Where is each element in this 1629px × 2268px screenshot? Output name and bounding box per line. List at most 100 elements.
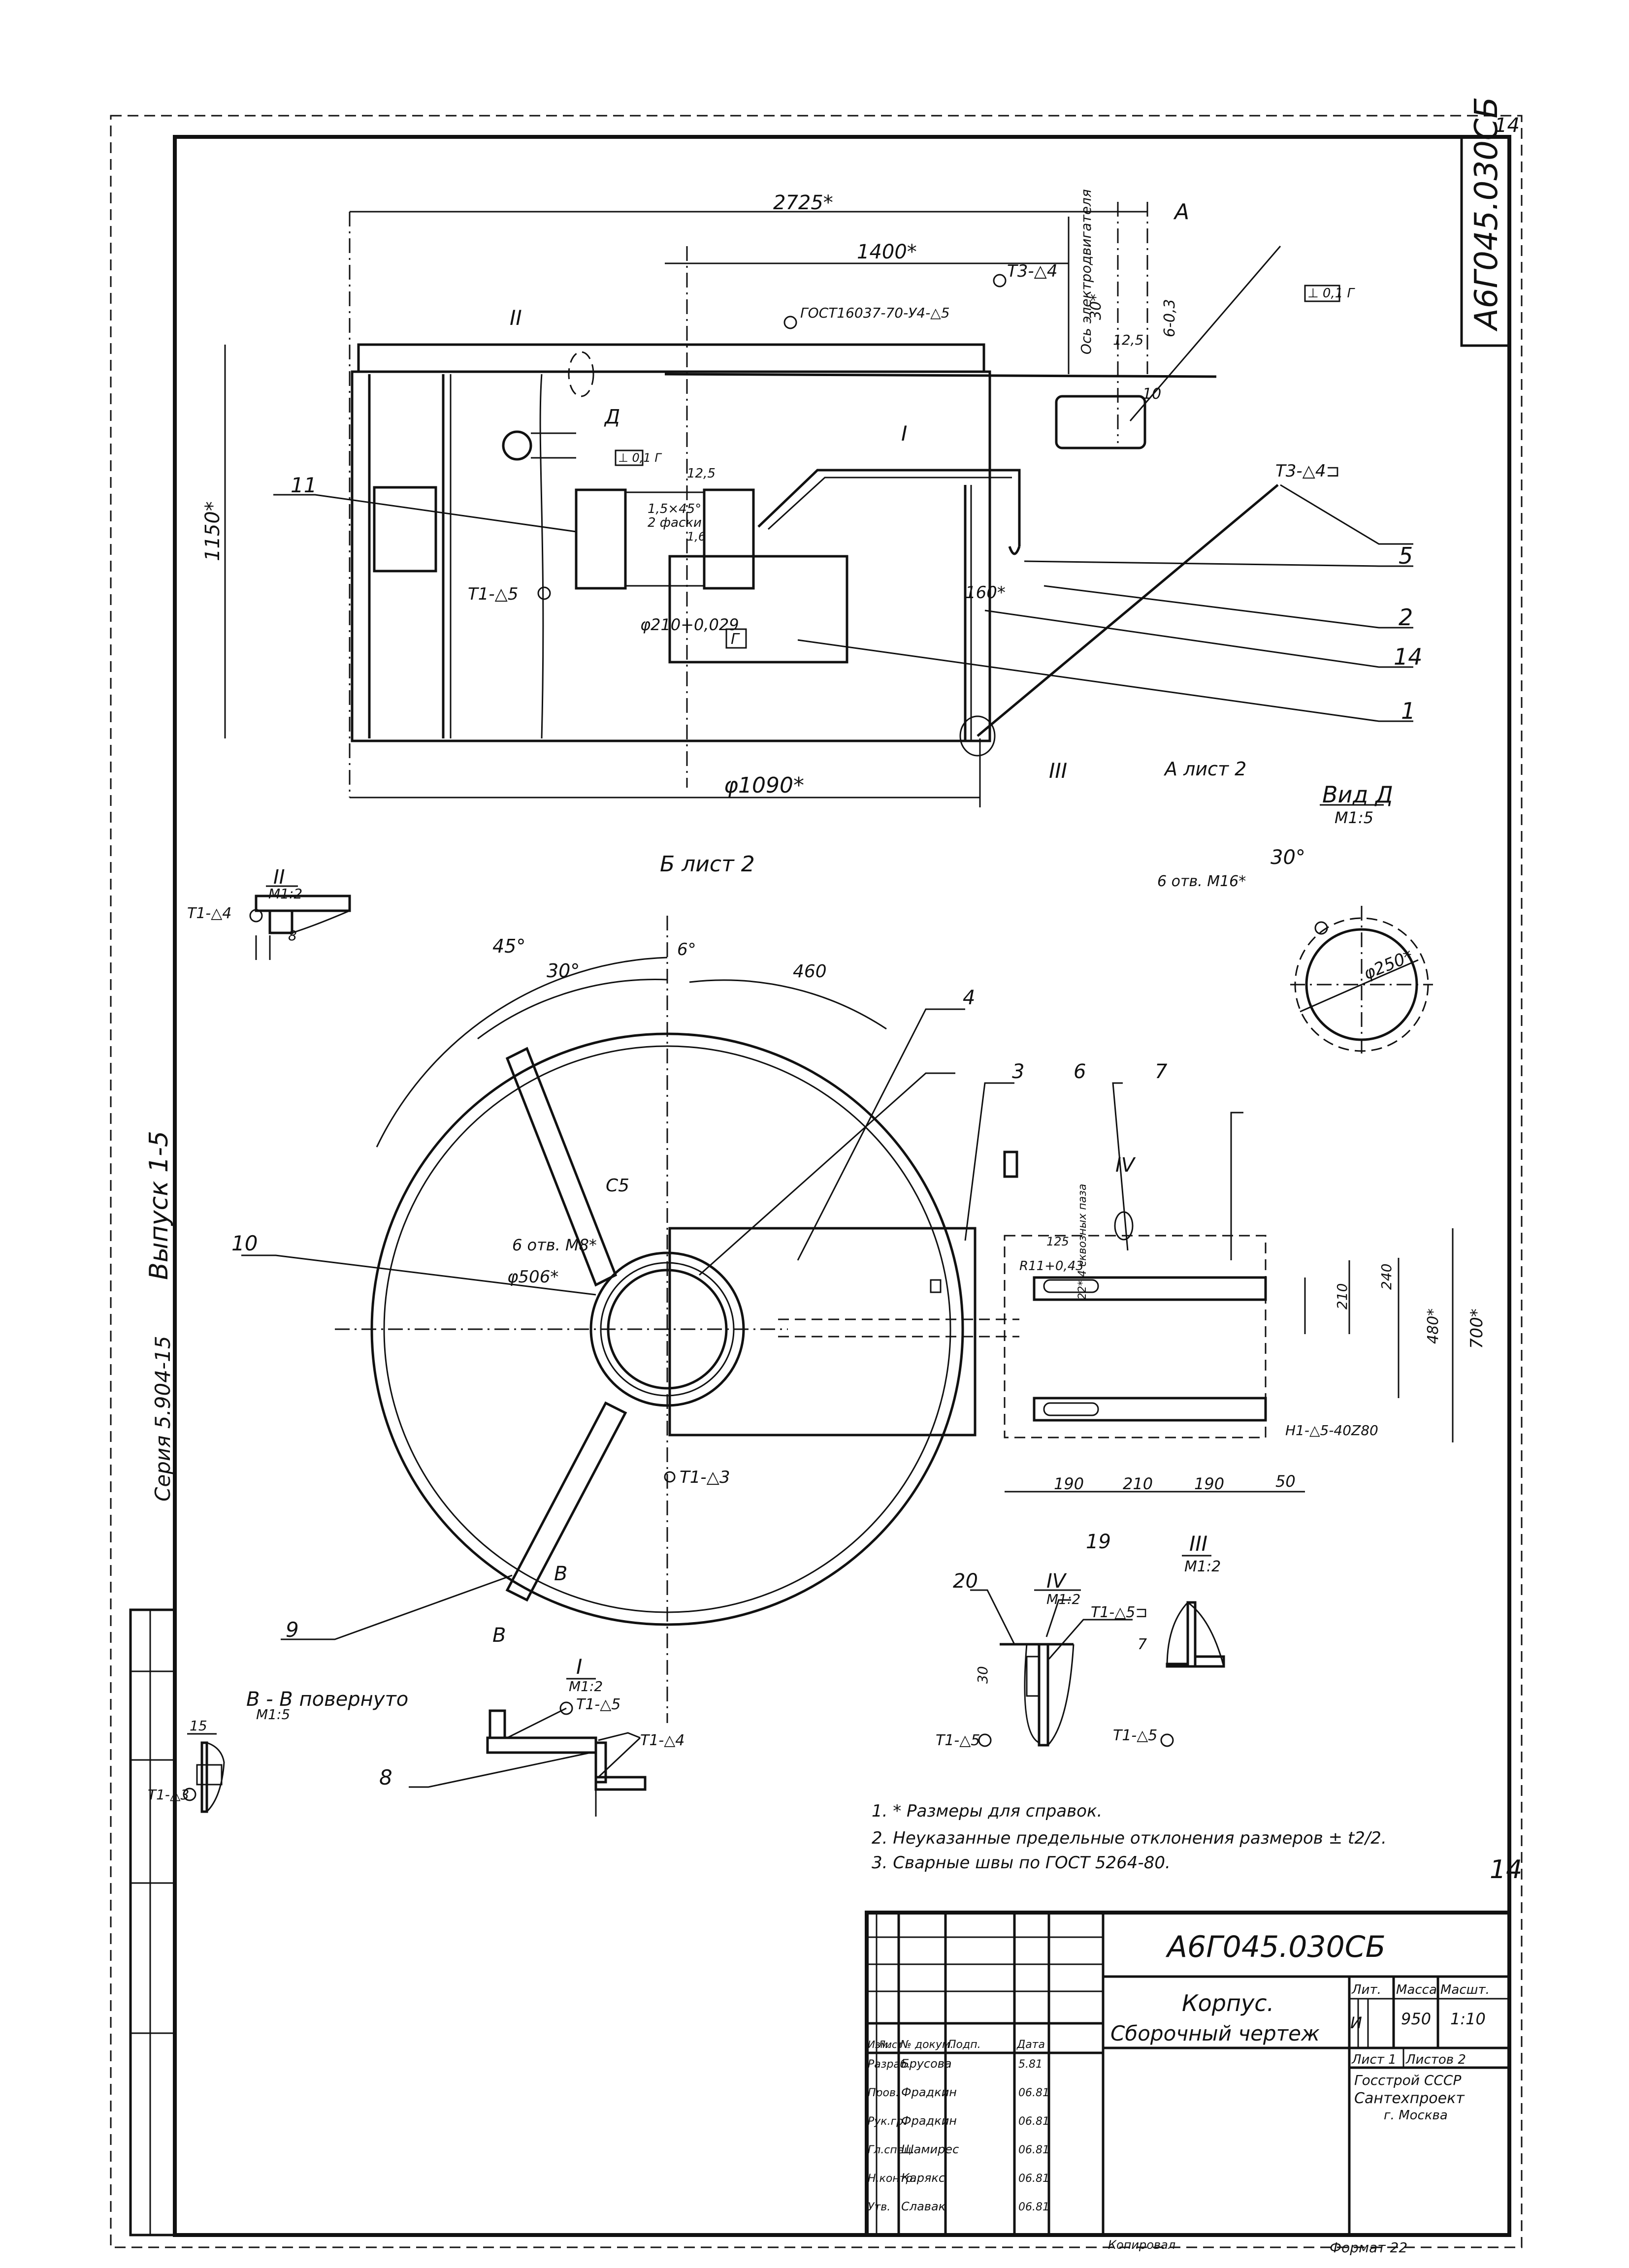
callout-1: 1 bbox=[1401, 698, 1415, 724]
callout-2: 2 bbox=[1399, 604, 1413, 631]
tb-name-line2: Сборочный чертеж bbox=[1110, 2021, 1320, 2045]
tb-date: 06.81 bbox=[1018, 2115, 1049, 2128]
tb-role: Рук.гр. bbox=[868, 2115, 907, 2128]
section-b-ref: Б лист 2 bbox=[660, 852, 755, 877]
tb-sheet: Лист 1 bbox=[1351, 2052, 1397, 2067]
tb-mass-label: Масса bbox=[1396, 1982, 1437, 1997]
format-label: Формат 22 bbox=[1330, 2239, 1407, 2256]
detail-III-title: III bbox=[1189, 1532, 1207, 1556]
view-d-angle: 30° bbox=[1271, 846, 1305, 869]
view-arrow-d: Д bbox=[604, 406, 620, 428]
tb-scale-label: Масшт. bbox=[1440, 1982, 1490, 1997]
detail-I-scale: М1:2 bbox=[569, 1678, 603, 1694]
tb-col-date: Дата bbox=[1016, 2039, 1045, 2051]
outer-border bbox=[110, 115, 1523, 2248]
detail-IV-weld-1: Т1-△5⊐ bbox=[1091, 1604, 1148, 1621]
plan-dim-190-a: 190 bbox=[1054, 1474, 1084, 1493]
tb-role: Разраб. bbox=[868, 2058, 910, 2071]
detail-IV-scale: М1:2 bbox=[1046, 1591, 1080, 1607]
tb-org-2: Сантехпроект bbox=[1354, 2090, 1465, 2107]
plan-dim-480: 480* bbox=[1425, 1309, 1442, 1344]
detail-II-marker bbox=[568, 351, 594, 397]
plan-dim-210v: 210 bbox=[1334, 1283, 1350, 1310]
dim-overall-length: 2725* bbox=[773, 192, 833, 214]
tb-name: Славак bbox=[901, 2200, 946, 2213]
detail-ref-II: II bbox=[510, 306, 522, 330]
weld-t3-2: Т3-△4⊐ bbox=[1275, 461, 1340, 481]
detail-III-weld: Т1-△5 bbox=[1113, 1727, 1157, 1744]
section-bb bbox=[183, 1733, 225, 1813]
tb-date: 06.81 bbox=[1018, 2201, 1049, 2213]
view-d-scale: М1:5 bbox=[1335, 808, 1373, 827]
issue-label: Выпуск 1-5 bbox=[144, 1131, 174, 1280]
note-1: 1. * Размеры для справок. bbox=[872, 1801, 1102, 1821]
plan-weld-h1: Н1-△5-40Z80 bbox=[1285, 1422, 1378, 1438]
tb-col-izm: Изм. bbox=[868, 2039, 891, 2050]
dim-bore: φ210+0,029 bbox=[640, 615, 739, 634]
plan-callout-7: 7 bbox=[1155, 1060, 1168, 1083]
plan-dim-700: 700* bbox=[1467, 1309, 1487, 1349]
tb-role: Гл.спец. bbox=[868, 2144, 914, 2156]
detail-I-weld-1: Т1-△5 bbox=[576, 1696, 620, 1713]
detail-IV bbox=[970, 1589, 1133, 1747]
detail-I bbox=[409, 1701, 647, 1817]
section-bb-scale: М1:5 bbox=[256, 1706, 290, 1723]
detail-II bbox=[249, 894, 351, 960]
tb-col-sign: Подп. bbox=[948, 2039, 981, 2051]
tb-lit-value: И bbox=[1350, 2013, 1362, 2032]
tolerance-frame-right: ⊥ 0,1 Г bbox=[1307, 286, 1356, 301]
section-bb-title: В - В повернуто bbox=[246, 1688, 408, 1711]
callout-14: 14 bbox=[1394, 643, 1423, 670]
dim-10: 10 bbox=[1142, 385, 1161, 403]
datum-label: Г bbox=[731, 631, 740, 648]
tb-date: 06.81 bbox=[1018, 2172, 1049, 2185]
tb-col-doc: № докум. bbox=[900, 2039, 953, 2051]
axis-label: Ось электродвигателя bbox=[1078, 189, 1094, 354]
tb-name: Шамирес bbox=[901, 2142, 959, 2156]
detail-I-title: I bbox=[576, 1655, 582, 1679]
dim-diameter: φ1090* bbox=[724, 773, 804, 798]
plan-dia-506: φ506* bbox=[507, 1267, 558, 1287]
tb-name: Фрадкин bbox=[901, 2114, 957, 2128]
roughness-1-6: 1,6 bbox=[687, 530, 706, 543]
tb-mass-value: 950 bbox=[1401, 2010, 1431, 2028]
chamfer-note: 2 фаски bbox=[648, 515, 702, 530]
plan-callout-6: 6 bbox=[1074, 1060, 1086, 1083]
corner-sheet-number: 14 bbox=[1495, 114, 1520, 137]
tb-role: Утв. bbox=[868, 2201, 890, 2213]
weld-t3-1: Т3-△4 bbox=[1007, 261, 1057, 281]
note-3: 3. Сварные швы по ГОСТ 5264-80. bbox=[872, 1853, 1171, 1873]
detail-IV-callout-19: 19 bbox=[1086, 1531, 1111, 1553]
plan-callout-9: 9 bbox=[286, 1618, 299, 1642]
detail-I-callout-8: 8 bbox=[379, 1765, 392, 1789]
designation-vertical: А6Г045.030СБ bbox=[1468, 97, 1505, 332]
section-a-ref: А лист 2 bbox=[1163, 758, 1246, 780]
tb-lit-label: Лит. bbox=[1351, 1982, 1381, 1997]
dim-6-03: 6-0,3 bbox=[1161, 299, 1178, 337]
weld-gost-label: ГОСТ16037-70-У4-△5 bbox=[800, 305, 950, 321]
callout-11: 11 bbox=[291, 473, 317, 497]
plan-slots: 22* 4 сквозных паза bbox=[1076, 1184, 1089, 1300]
dim-160: 160* bbox=[965, 583, 1006, 603]
series-label: Серия 5.904-15 bbox=[151, 1336, 175, 1501]
plan-holes-m8: 6 отв. М8* bbox=[512, 1236, 597, 1254]
plan-radius: R11+0,43 bbox=[1019, 1259, 1084, 1274]
plan-detail-IV-ref: IV bbox=[1115, 1154, 1136, 1177]
section-bb-dim: 15 bbox=[190, 1718, 207, 1734]
note-2: 2. Неуказанные предельные отклонения раз… bbox=[872, 1828, 1387, 1848]
title-block bbox=[865, 1911, 1511, 2237]
plan-dim-125: 125 bbox=[1046, 1235, 1069, 1248]
detail-ref-III: III bbox=[1049, 759, 1067, 783]
detail-III bbox=[1160, 1601, 1225, 1747]
detail-I-weld-2: Т1-△4 bbox=[640, 1732, 684, 1749]
detail-II-scale: М1:2 bbox=[268, 886, 302, 902]
detail-III-scale: М1:2 bbox=[1184, 1558, 1221, 1575]
view-d-diameter: φ250* bbox=[1361, 946, 1416, 984]
detail-III-marker bbox=[959, 715, 996, 757]
callout-5: 5 bbox=[1399, 543, 1413, 569]
plan-dim-190-b: 190 bbox=[1194, 1474, 1224, 1493]
tb-sheets: Листов 2 bbox=[1405, 2052, 1466, 2067]
tolerance-frame-left: ⊥ 0,1 Г bbox=[618, 451, 662, 465]
weld-t1-5-main: Т1-△5 bbox=[468, 584, 518, 604]
